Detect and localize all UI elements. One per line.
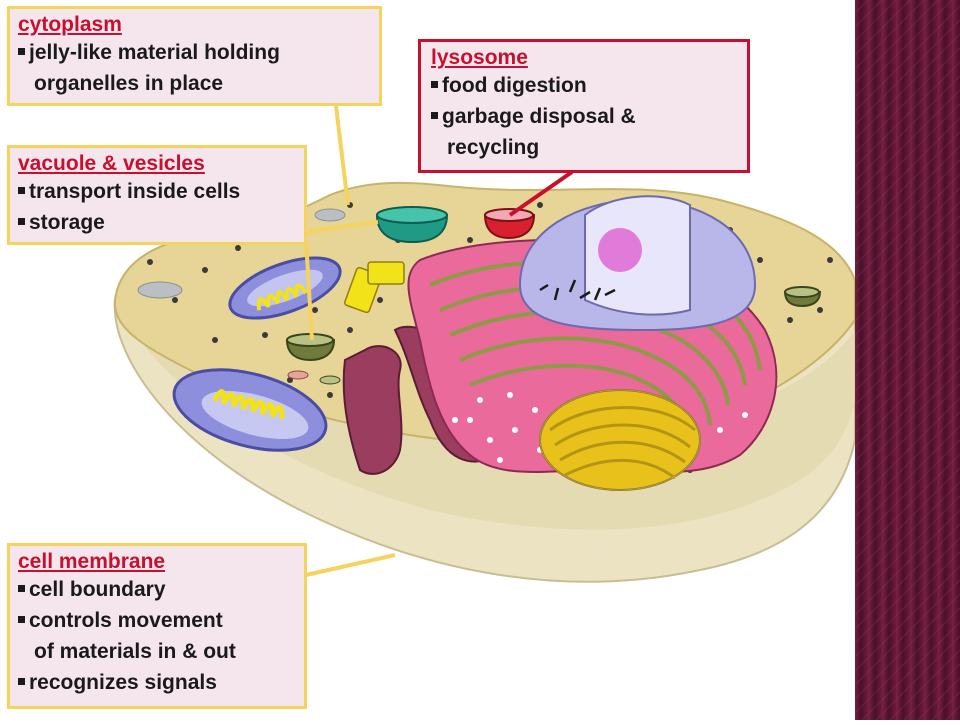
vacuole-label-box: vacuole & vesicles transport inside cell…	[7, 145, 307, 245]
vesicle-right	[783, 286, 822, 308]
cytoplasm-label-box: cytoplasm jelly-like material holding or…	[7, 6, 382, 106]
leader-lines	[304, 105, 574, 577]
membrane-line-2: controls movement	[18, 605, 296, 636]
mitochondrion-lower	[172, 368, 328, 452]
lysosome-shape	[483, 208, 536, 240]
lysosome-title: lysosome	[431, 46, 528, 69]
mitochondrion-upper	[228, 256, 342, 320]
vacuole-green	[375, 206, 449, 244]
cytoplasm-title: cytoplasm	[18, 13, 122, 36]
membrane-title: cell membrane	[18, 550, 166, 573]
cytoplasm-line-2: organelles in place	[34, 72, 224, 95]
membrane-line-4: recognizes signals	[18, 667, 296, 698]
vacuole-title: vacuole & vesicles	[18, 152, 205, 175]
golgi-apparatus	[539, 389, 701, 491]
vacuole-line-1: transport inside cells	[18, 176, 296, 207]
nucleus	[518, 195, 757, 332]
membrane-line-3: of materials in & out	[34, 640, 236, 663]
vacuole-line-2: storage	[18, 207, 296, 238]
membrane-line-1: cell boundary	[18, 574, 296, 605]
membrane-label-box: cell membrane cell boundary controls mov…	[7, 543, 307, 709]
centriole	[344, 261, 405, 314]
cytoplasm-line-1: jelly-like material holding	[18, 37, 371, 68]
lysosome-line-3: recycling	[447, 136, 540, 159]
lysosome-line-1: food digestion	[431, 70, 737, 101]
lysosome-line-2: garbage disposal &	[431, 101, 737, 132]
side-band	[855, 0, 960, 720]
lysosome-label-box: lysosome food digestion garbage disposal…	[418, 39, 750, 173]
